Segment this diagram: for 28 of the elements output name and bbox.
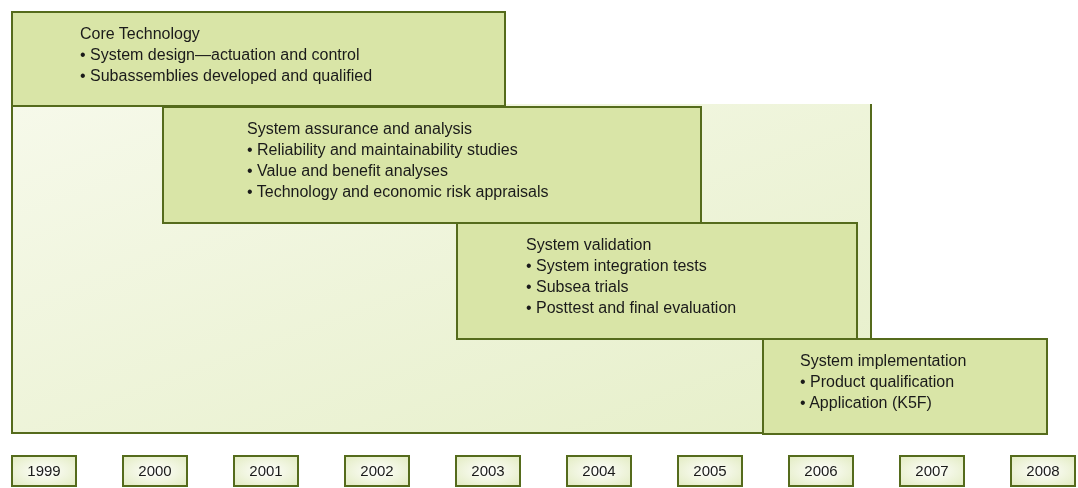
year-marker: 2003	[455, 455, 521, 487]
year-marker: 2008	[1010, 455, 1076, 487]
bullet-item: • System design—actuation and control	[80, 45, 361, 65]
year-marker: 2002	[344, 455, 410, 487]
bullet-item: • System integration tests	[526, 256, 708, 276]
phase-title: System implementation	[800, 351, 968, 371]
year-marker: 2004	[566, 455, 632, 487]
year-marker: 2007	[899, 455, 965, 487]
year-marker: 2006	[788, 455, 854, 487]
bullet-item: • Posttest and final evaluation	[526, 298, 738, 318]
year-marker: 2000	[122, 455, 188, 487]
bullet-item: • Subsea trials	[526, 277, 630, 297]
phase-box	[11, 11, 506, 107]
year-marker: 2001	[233, 455, 299, 487]
phase-box	[762, 338, 1048, 435]
bullet-item: • Product qualification	[800, 372, 956, 392]
phase-title: System validation	[526, 235, 653, 255]
phase-title: Core Technology	[80, 24, 201, 44]
year-marker: 1999	[11, 455, 77, 487]
bullet-item: • Application (K5F)	[800, 393, 933, 413]
phase-box	[162, 106, 702, 224]
phase-title: System assurance and analysis	[247, 119, 473, 139]
year-marker: 2005	[677, 455, 743, 487]
phase-box	[456, 222, 858, 340]
bullet-item: • Technology and economic risk appraisals	[247, 182, 550, 202]
bullet-item: • Subassemblies developed and qualified	[80, 66, 374, 86]
bullet-item: • Reliability and maintainability studies	[247, 140, 519, 160]
bullet-item: • Value and benefit analyses	[247, 161, 449, 181]
